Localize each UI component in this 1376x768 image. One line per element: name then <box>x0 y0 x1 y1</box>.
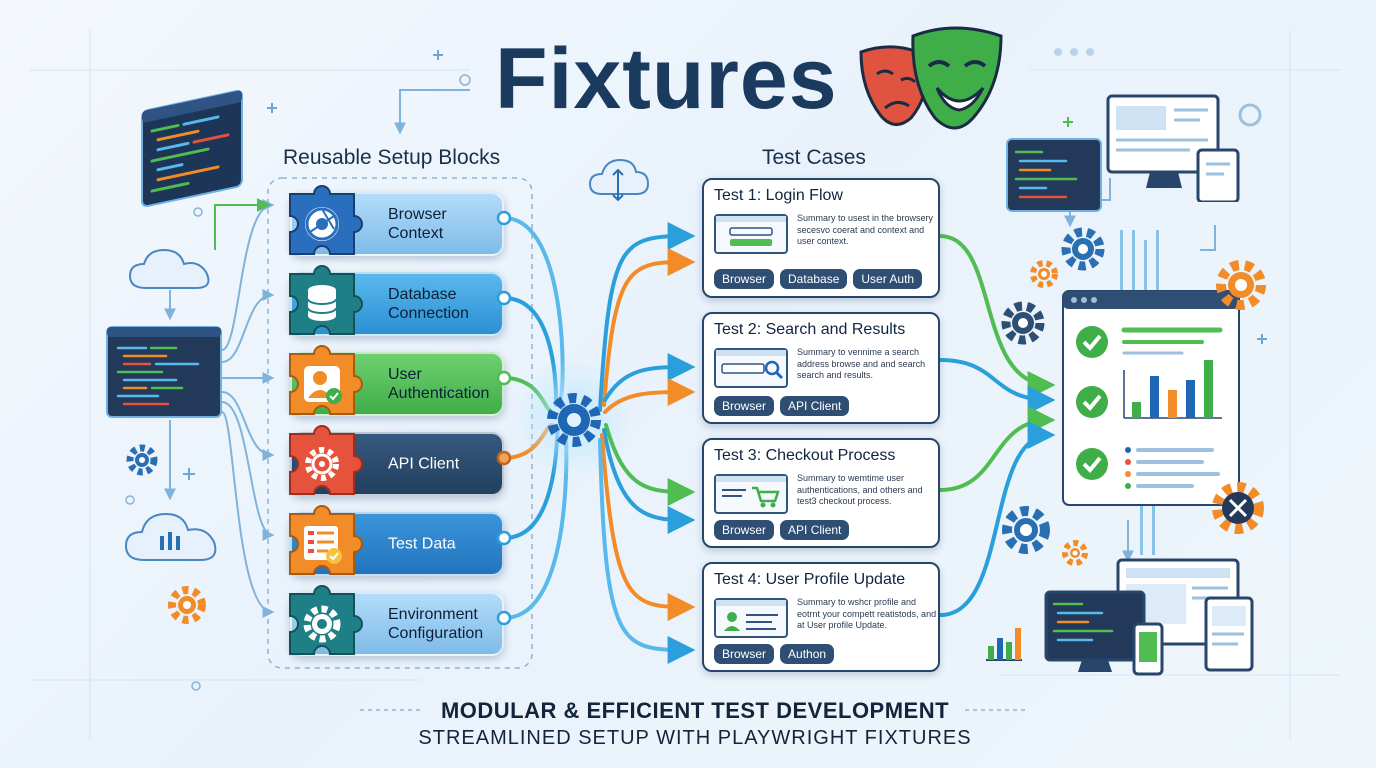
tag-user-auth: User Auth <box>853 269 923 289</box>
test-card-search-results[interactable]: Test 2: Search and Results Summary to ve… <box>702 312 940 424</box>
code-window-icon <box>141 90 243 208</box>
cloud-icon <box>128 248 210 289</box>
tag-browser: Browser <box>714 269 775 289</box>
setup-frame <box>267 177 533 669</box>
test-section-title: Test Cases <box>762 146 866 169</box>
grid-lines <box>30 30 1340 740</box>
mini-bar-chart-icon <box>986 628 1022 661</box>
settings-gear-icon <box>289 585 363 655</box>
desktop-monitor-icon <box>1106 94 1240 202</box>
test-card-description: Summary to wshcr profile and eotrnt your… <box>797 597 937 630</box>
setup-block-label-line1: Test Data <box>388 535 456 553</box>
code-editor-icon <box>106 326 222 418</box>
setup-block-label-line2: Context <box>388 225 444 242</box>
fixture-hub-gear-icon <box>547 393 601 447</box>
page-title: Fixtures <box>495 31 838 127</box>
setup-block-label-line1: User <box>388 366 422 383</box>
setup-block-label-line1: API Client <box>388 455 460 473</box>
test-card-tags: Browser Authon <box>714 644 835 664</box>
test-card-login-flow[interactable]: Test 1: Login Flow Summary to usest in t… <box>702 178 940 298</box>
gear-icon-orange-small <box>1062 540 1088 566</box>
tag-authon: Authon <box>780 644 835 664</box>
login-form-icon <box>714 214 788 254</box>
left-feeders <box>164 199 275 618</box>
setup-block-label: API Client <box>388 455 506 474</box>
tag-database: Database <box>780 269 848 289</box>
database-icon <box>289 265 363 335</box>
tag-api-client: API Client <box>780 396 850 416</box>
test-card-description: Summary to wemtime user authentications,… <box>797 473 923 506</box>
test-card-tags: Browser API Client <box>714 396 850 416</box>
tools-gear-icon <box>1212 482 1264 534</box>
search-icon <box>714 348 788 388</box>
setup-block-label-line2: Configuration <box>388 625 484 642</box>
setup-block-label-line2: Authentication <box>388 385 490 402</box>
test-card-tags: Browser API Client <box>714 520 850 540</box>
small-gear-icon-blue <box>126 444 158 476</box>
gear-icon-blue <box>1061 227 1105 271</box>
test-results-dashboard <box>1062 290 1240 506</box>
tag-browser: Browser <box>714 396 775 416</box>
tag-browser: Browser <box>714 520 775 540</box>
setup-block-label: Database Connection <box>388 285 506 323</box>
test-card-description: Summary to usest in the browsery secesvo… <box>797 213 934 246</box>
setup-section-title: Reusable Setup Blocks <box>283 146 501 169</box>
test-card-user-profile-update[interactable]: Test 4: User Profile Update Summary to w… <box>702 562 940 672</box>
tag-api-client: API Client <box>780 520 850 540</box>
data-stream <box>1120 230 1159 555</box>
test-card-title: Test 3: Checkout Process <box>714 447 896 464</box>
setup-block-label: Browser Context <box>388 205 506 243</box>
port-dots <box>496 210 512 626</box>
footer-headline: MODULAR & EFFICIENT TEST DEVELOPMENT <box>440 698 950 723</box>
cart-icon <box>714 474 788 514</box>
playwright-masks-logo <box>859 26 1003 130</box>
setup-block-label: User Authentication <box>388 365 506 403</box>
test-card-title: Test 1: Login Flow <box>714 187 843 204</box>
tag-browser: Browser <box>714 644 775 664</box>
bar-chart-icon <box>1123 360 1222 419</box>
setup-block-label-line1: Browser <box>388 206 447 223</box>
cloud-data-icon <box>124 512 217 561</box>
devices-group-icon <box>1044 558 1254 676</box>
gear-icon-navy <box>1001 301 1045 345</box>
gear-icon-orange-large <box>1216 260 1266 310</box>
test-card-description: Summary to vennime a search address brow… <box>797 347 926 380</box>
check-icon <box>1076 326 1108 480</box>
setup-block-label: Test Data <box>388 535 506 554</box>
gear-icon-blue-lower <box>1002 506 1050 554</box>
test-card-checkout-process[interactable]: Test 3: Checkout Process Summary to wemt… <box>702 438 940 548</box>
gear-icon-orange <box>1030 260 1058 288</box>
code-window-right-icon <box>1006 138 1102 212</box>
test-card-title: Test 4: User Profile Update <box>714 571 906 588</box>
setup-block-label-line1: Environment <box>388 606 478 623</box>
small-gear-icon-orange <box>168 586 206 624</box>
profile-icon <box>714 598 788 638</box>
setup-block-label-line1: Database <box>388 286 457 303</box>
test-card-tags: Browser Database User Auth <box>714 269 923 289</box>
user-check-icon <box>289 345 363 415</box>
browser-icon <box>289 185 363 255</box>
setup-block-label: Environment Configuration <box>388 605 506 643</box>
footer-subline: STREAMLINED SETUP WITH PLAYWRIGHT FIXTUR… <box>418 727 972 749</box>
result-flows <box>938 234 1056 617</box>
hub-outputs <box>598 222 696 664</box>
setup-block-label-line2: Connection <box>388 305 469 322</box>
test-data-icon <box>289 505 363 575</box>
test-card-title: Test 2: Search and Results <box>714 321 906 338</box>
cloud-sync-icon <box>588 158 650 202</box>
api-gear-icon <box>289 425 363 495</box>
